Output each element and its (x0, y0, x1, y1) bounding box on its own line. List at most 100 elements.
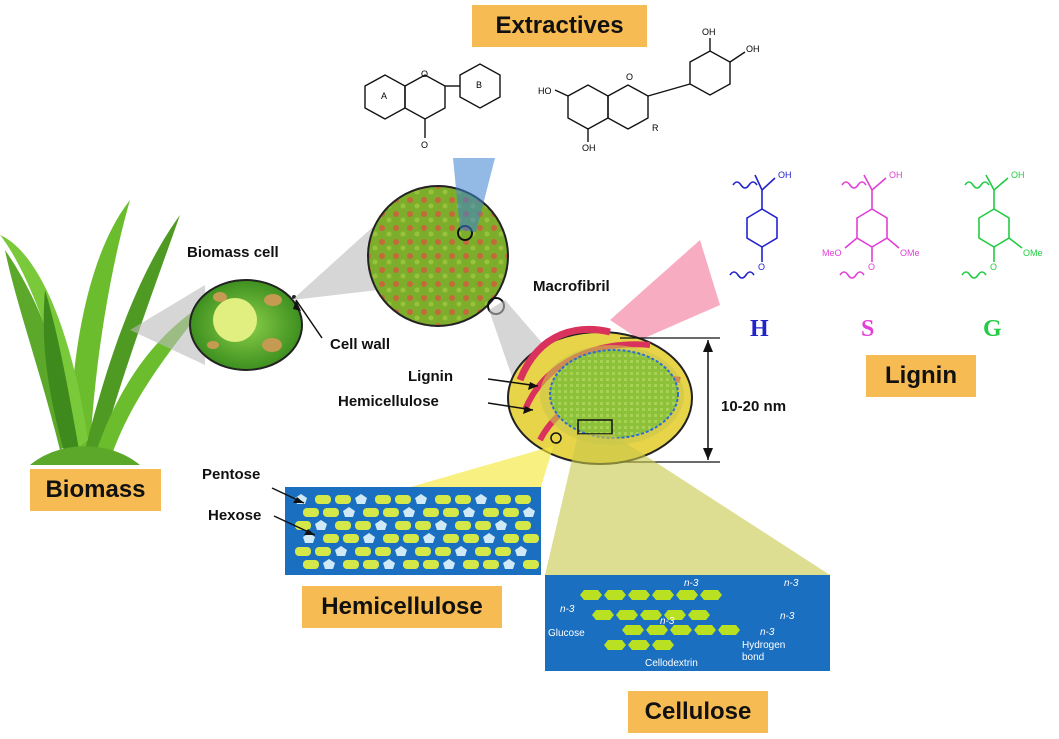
hydrogen-label: Hydrogen (742, 640, 786, 651)
hexose-unit (375, 547, 391, 556)
cell-wall-fiber-icon (367, 185, 509, 327)
s-oh-label: OH (889, 170, 903, 180)
hexose-unit (335, 495, 351, 504)
hexose-unit (483, 560, 499, 569)
hexose-unit (495, 495, 511, 504)
pentose-label: Pentose (202, 466, 261, 483)
hexose-unit (303, 508, 319, 517)
hexose-unit (355, 547, 371, 556)
glucose-unit (640, 610, 662, 620)
glucose-unit (694, 625, 716, 635)
hemicellulose-box: Hemicellulose (302, 586, 502, 628)
cellulose-box: Cellulose (628, 691, 768, 733)
pentose-unit (355, 494, 367, 504)
hexose-unit (295, 547, 311, 556)
pentose-unit (343, 507, 355, 517)
glucose-unit (652, 640, 674, 650)
flavan-r-label: R (652, 123, 659, 133)
glucose-unit (604, 590, 626, 600)
h-o-label: O (758, 262, 766, 272)
hexose-unit (415, 547, 431, 556)
glucose-unit (646, 625, 668, 635)
glucose-unit (628, 640, 650, 650)
cell-wall-label: Cell wall (330, 336, 391, 353)
hexose-unit (523, 534, 539, 543)
flavan-structure (554, 38, 746, 142)
n3-label-4: n-3 (660, 616, 675, 627)
flavan-oh-bottom-label: OH (582, 143, 596, 153)
hexose-unit (515, 495, 531, 504)
flavan-oh-right-label: OH (746, 44, 760, 54)
pentose-unit (315, 520, 327, 530)
flavone-o-label: O (421, 69, 429, 79)
flavan-ho-label: HO (538, 86, 552, 96)
pentose-unit (475, 494, 487, 504)
pentose-unit (395, 546, 407, 556)
hexose-unit (463, 534, 479, 543)
pentose-unit (435, 520, 447, 530)
biomass-cell-label: Biomass cell (187, 244, 279, 261)
hexose-unit (455, 521, 471, 530)
hexose-unit (503, 534, 519, 543)
hexose-unit (423, 508, 439, 517)
cellodextrin-label: Cellodextrin (645, 658, 698, 669)
pentose-unit (483, 533, 495, 543)
n3-label-2: n-3 (684, 578, 699, 589)
hexose-unit (415, 521, 431, 530)
cellulose-panel (545, 575, 830, 671)
lignin-box: Lignin (866, 355, 976, 397)
flavan-o-label: O (626, 72, 634, 82)
hexose-unit (435, 495, 451, 504)
hexose-unit (515, 521, 531, 530)
lignin-s-letter: S (861, 316, 875, 342)
glucose-label: Glucose (548, 628, 585, 639)
bond-label: bond (742, 652, 765, 663)
diameter-label: 10-20 nm (721, 398, 787, 415)
pentose-unit (323, 559, 335, 569)
glucose-unit (688, 610, 710, 620)
hemicellulose-panel (285, 487, 541, 575)
s-o-label: O (868, 262, 876, 272)
lignin-h-unit (729, 174, 778, 279)
pentose-unit (375, 520, 387, 530)
lignin-h-letter: H (750, 316, 769, 342)
hexose-unit (443, 534, 459, 543)
pentose-unit (443, 559, 455, 569)
pentose-unit (515, 546, 527, 556)
g-oh-label: OH (1011, 170, 1025, 180)
pentose-unit (455, 546, 467, 556)
pentose-unit (415, 494, 427, 504)
hexose-unit (475, 521, 491, 530)
lignin-beam (610, 240, 720, 340)
pentose-unit (523, 507, 535, 517)
hexose-unit (383, 508, 399, 517)
glucose-unit (670, 625, 692, 635)
glucose-unit (664, 610, 686, 620)
pentose-unit (503, 559, 515, 569)
macrofibril-icon (507, 326, 693, 465)
glucose-unit (580, 590, 602, 600)
extractives-box: Extractives (472, 5, 647, 47)
hemicellulose-beam (400, 438, 556, 490)
hexose-label: Hexose (208, 507, 262, 524)
hexose-unit (395, 495, 411, 504)
hexose-unit (403, 534, 419, 543)
glucose-unit (700, 590, 722, 600)
pentose-unit (403, 507, 415, 517)
flavone-structure (364, 63, 501, 138)
biomass-cell-icon (189, 279, 303, 371)
hexose-unit (363, 560, 379, 569)
glucose-unit (622, 625, 644, 635)
hexose-unit (355, 521, 371, 530)
ring-b-label: B (476, 80, 483, 90)
s-ome-label: OMe (900, 248, 920, 258)
hexose-unit (303, 560, 319, 569)
pentose-unit (383, 559, 395, 569)
pentose-unit (335, 546, 347, 556)
n3-label-3: n-3 (784, 578, 799, 589)
g-ome-label: OMe (1023, 248, 1043, 258)
cellulose-beam (545, 434, 830, 575)
zoom-cone-1 (130, 285, 205, 365)
hexose-unit (443, 508, 459, 517)
